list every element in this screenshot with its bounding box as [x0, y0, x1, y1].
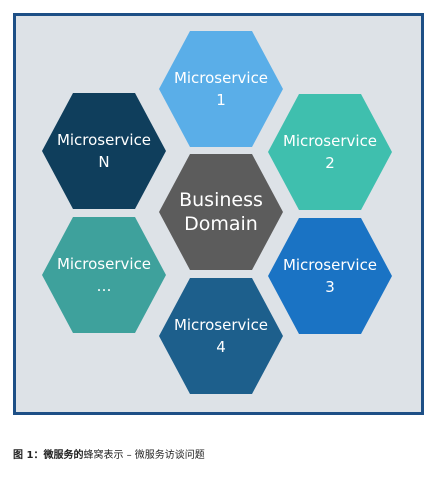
microservice-hex-2-label-line2: 2 — [325, 154, 335, 172]
microservice-hex-4: Microservice 4 — [159, 278, 283, 394]
microservice-hex-5-shape — [42, 217, 166, 333]
microservice-hex-2-shape — [268, 94, 392, 210]
microservice-hex-3-label-line2: 3 — [325, 278, 335, 296]
microservice-hex-4-label-line1: Microservice — [174, 316, 268, 334]
caption-text: 蜂窝表示 – 微服务访谈问题 — [83, 450, 205, 461]
microservice-hex-1-label-line1: Microservice — [174, 69, 268, 87]
caption-figure-label: 图 1：微服务的 — [13, 450, 84, 461]
microservice-hex-4-shape — [159, 278, 283, 394]
microservice-hex-1-label-line2: 1 — [216, 91, 226, 109]
microservice-hex-6-label-line2: N — [98, 153, 109, 171]
microservice-hex-3: Microservice 3 — [268, 218, 392, 334]
microservice-hex-4-label-line2: 4 — [216, 338, 226, 356]
microservice-hex-3-shape — [268, 218, 392, 334]
figure-caption: 图 1：微服务的蜂窝表示 – 微服务访谈问题 — [13, 446, 433, 461]
microservice-hex-1: Microservice 1 — [159, 31, 283, 147]
business-domain-hex-label-line1: Business — [179, 189, 263, 211]
business-domain-hex-label-line2: Domain — [184, 213, 258, 235]
microservice-hex-5-label-line2: … — [97, 277, 112, 295]
microservice-hex-6-shape — [42, 93, 166, 209]
microservice-hex-3-label-line1: Microservice — [283, 256, 377, 274]
microservice-hex-5: Microservice … — [42, 217, 166, 333]
microservice-hex-1-shape — [159, 31, 283, 147]
microservice-hex-5-label-line1: Microservice — [57, 255, 151, 273]
microservice-hex-2: Microservice 2 — [268, 94, 392, 210]
microservice-hex-6-label-line1: Microservice — [57, 131, 151, 149]
microservice-hex-2-label-line1: Microservice — [283, 132, 377, 150]
business-domain-hex-shape — [159, 154, 283, 270]
honeycomb-diagram: Microservice1Microservice2Microservice3M… — [42, 31, 392, 394]
